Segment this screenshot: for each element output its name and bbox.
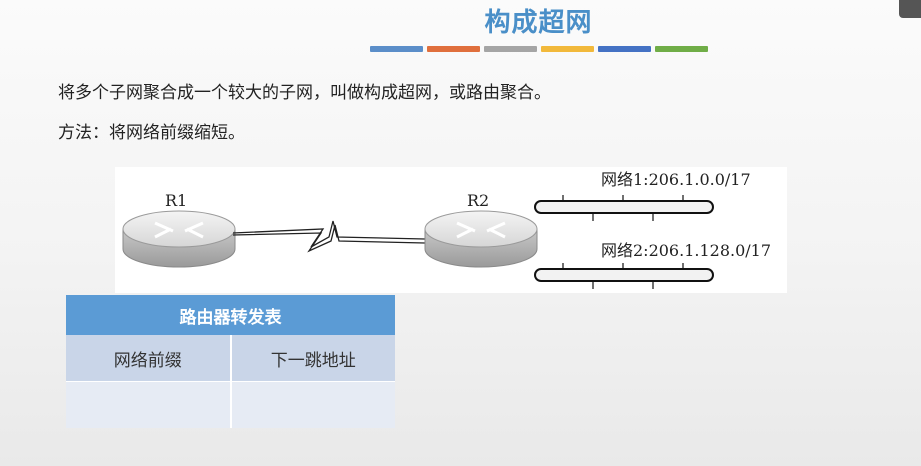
router-r2-icon: [424, 210, 538, 268]
serial-link-bottom: [232, 224, 426, 253]
page-title: 构成超网: [484, 8, 593, 38]
title-accent-bars: [370, 46, 708, 53]
corner-tab: [899, 0, 921, 18]
network1-label: 网络1:206.1.0.0/17: [601, 170, 751, 189]
network-diagram: R1 R2 网络1:206.1.0.0/17: [115, 167, 787, 293]
routing-table-header: 路由器转发表: [66, 295, 395, 335]
network1-bus-icon: [534, 195, 714, 221]
routing-table-column-row: 网络前缀 下一跳地址: [66, 335, 395, 383]
accent-bar-6: [655, 46, 708, 52]
accent-bar-4: [541, 46, 594, 52]
network-diagram-svg: R1 R2 网络1:206.1.0.0/17: [122, 170, 771, 289]
router-r2-label: R2: [467, 191, 489, 210]
column-network-prefix: 网络前缀: [113, 350, 182, 371]
cell-next-hop: [229, 382, 396, 428]
router-r1-icon: [122, 210, 236, 268]
router-r1-label: R1: [165, 191, 187, 210]
accent-bar-1: [370, 46, 423, 52]
serial-link-top: [232, 220, 426, 248]
network2-label: 网络2:206.1.128.0/17: [601, 241, 771, 260]
table-row: [66, 382, 395, 428]
network2-bus-icon: [534, 263, 714, 289]
accent-bar-2: [427, 46, 480, 52]
definition-text: 将多个子网聚合成一个较大的子网，叫做构成超网，或路由聚合。: [58, 83, 551, 103]
cell-network-prefix: [66, 382, 230, 428]
accent-bar-3: [484, 46, 537, 52]
column-next-hop: 下一跳地址: [229, 335, 396, 381]
accent-bar-5: [598, 46, 651, 52]
method-text: 方法：将网络前缀缩短。: [58, 123, 245, 143]
